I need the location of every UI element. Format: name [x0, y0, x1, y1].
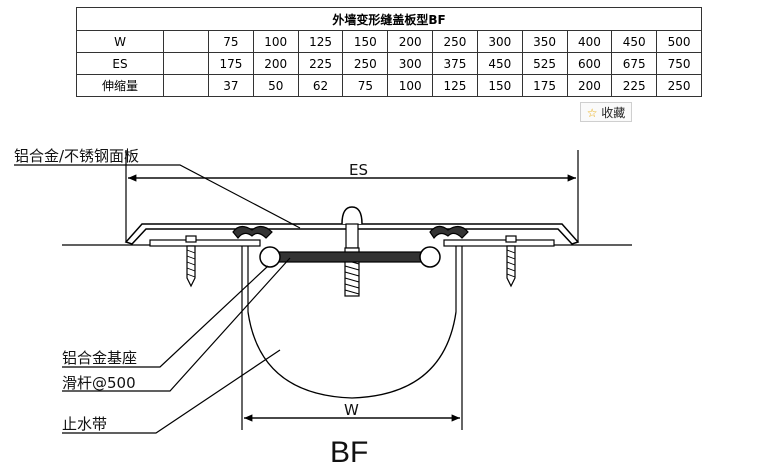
table-cell: 250	[656, 74, 702, 97]
label-cover-panel: 铝合金/不锈钢面板	[14, 147, 139, 165]
clip-profile-left	[232, 225, 273, 239]
table-cell: 100	[252, 30, 299, 53]
table-title-row: 外墙变形缝盖板型BF	[76, 7, 702, 31]
screw-right	[505, 235, 517, 288]
rod-end-right	[419, 246, 441, 268]
table-title: 外墙变形缝盖板型BF	[76, 7, 702, 31]
spec-table: 外墙变形缝盖板型BF W 75 100 125 150 200 250 300 …	[76, 7, 702, 97]
water-stop	[247, 311, 457, 399]
table-cell: 200	[387, 30, 434, 53]
table-cell: 175	[521, 74, 568, 97]
label-slide-rod: 滑杆@500	[62, 374, 136, 392]
base-wall-left	[241, 246, 249, 430]
table-cell: 675	[611, 52, 658, 75]
table-cell: 450	[611, 30, 658, 53]
leader-cover	[14, 164, 301, 229]
table-cell: 50	[252, 74, 299, 97]
table-cell: 150	[476, 74, 523, 97]
bolt-neck	[345, 223, 359, 249]
leader-base	[62, 265, 269, 368]
rod-end-left	[259, 246, 281, 268]
label-water-stop: 止水带	[62, 415, 107, 433]
table-cell: 62	[297, 74, 344, 97]
slide-rod	[269, 251, 431, 263]
base-plate-right	[443, 239, 555, 247]
bolt-head	[341, 206, 363, 225]
table-row: ES 175 200 225 250 300 375 450 525 600 6…	[76, 52, 702, 75]
screw-left	[185, 235, 197, 288]
favorite-button[interactable]: ☆ 收藏	[580, 102, 632, 122]
leader-rod	[62, 257, 291, 392]
star-icon: ☆	[586, 106, 598, 120]
base-plate-left	[149, 239, 261, 247]
table-cell: 100	[387, 74, 434, 97]
clip-profile-right	[429, 225, 469, 240]
table-cell: 75	[342, 74, 389, 97]
table-cell: 125	[297, 30, 344, 53]
cover-plate	[124, 223, 580, 245]
table-row: 伸缩量 37 50 62 75 100 125 150 175 200 225 …	[76, 74, 702, 97]
w-dimension-label: W	[344, 401, 359, 419]
base-wall-right	[455, 246, 463, 430]
leader-waterstop	[62, 349, 281, 434]
table-cell: 225	[297, 52, 344, 75]
table-cell: 37	[208, 74, 254, 97]
model-label: BF	[330, 436, 368, 469]
table-cell: 750	[656, 52, 702, 75]
label-base-seat: 铝合金基座	[62, 349, 137, 367]
es-dimension-label: ES	[349, 161, 368, 179]
table-cell: 125	[432, 74, 478, 97]
table-row: W 75 100 125 150 200 250 300 350 400 450…	[76, 30, 702, 53]
favorite-label: 收藏	[601, 106, 626, 120]
empty-cell	[163, 74, 209, 97]
